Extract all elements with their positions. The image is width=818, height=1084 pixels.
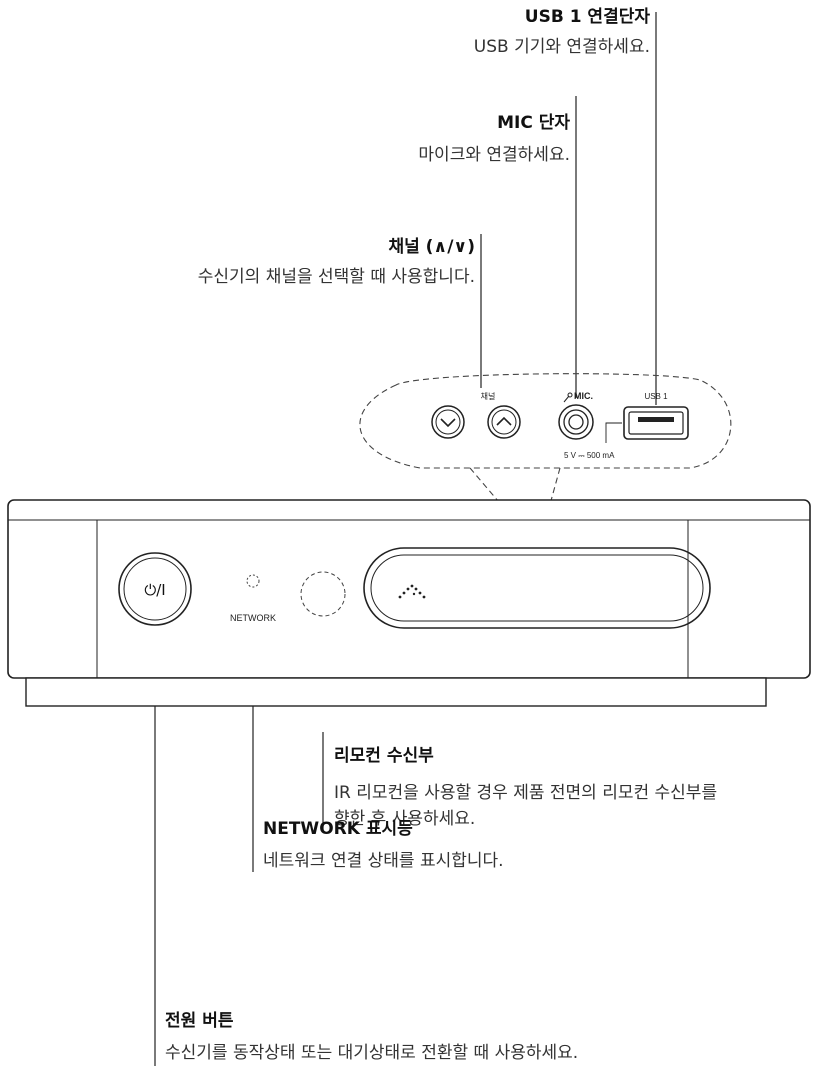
channel-panel-label: 채널 bbox=[481, 391, 496, 401]
power-button-label: ⏻/I bbox=[144, 581, 165, 599]
display-window bbox=[363, 547, 711, 629]
channel-description: 수신기의 채널을 선택할 때 사용합니다. bbox=[197, 267, 475, 287]
remote-description-line1: IR 리모컨을 사용할 경우 제품 전면의 리모컨 수신부를 bbox=[334, 783, 718, 803]
usb-power-rating: 5 V ⎓ 500 mA bbox=[564, 451, 615, 460]
mic-panel-label: MIC. bbox=[574, 391, 593, 401]
network-led-label: NETWORK bbox=[230, 613, 276, 623]
remote-description-line2: 향한 후 사용하세요. bbox=[334, 809, 476, 829]
logo-icon bbox=[398, 584, 426, 599]
chevron-up-icon bbox=[496, 416, 512, 426]
mic-title: MIC 단자 bbox=[497, 113, 570, 133]
power-button[interactable] bbox=[118, 552, 192, 626]
channel-down-button[interactable] bbox=[431, 405, 465, 439]
power-description: 수신기를 동작상태 또는 대기상태로 전환할 때 사용하세요. bbox=[165, 1043, 579, 1063]
zoomed-panel: 채널 MIC. USB 1 5 V ⎓ 500 mA bbox=[431, 391, 689, 460]
device-body: ⏻/I NETWORK bbox=[7, 499, 811, 707]
usb-title: USB 1 연결단자 bbox=[524, 7, 650, 27]
usb-panel-label: USB 1 bbox=[644, 392, 668, 401]
ir-receiver bbox=[300, 571, 346, 617]
chevron-down-icon bbox=[440, 418, 456, 428]
channel-title: 채널 (∧/∨) bbox=[388, 237, 475, 257]
network-title: NETWORK 표시등 bbox=[263, 819, 413, 839]
network-description: 네트워크 연결 상태를 표시합니다. bbox=[263, 851, 504, 871]
channel-up-button[interactable] bbox=[487, 405, 521, 439]
usb-description: USB 기기와 연결하세요. bbox=[473, 37, 650, 57]
network-led bbox=[246, 574, 260, 588]
microphone-icon bbox=[563, 392, 573, 403]
usb-port[interactable] bbox=[623, 406, 689, 440]
remote-title: 리모컨 수신부 bbox=[334, 746, 434, 766]
power-title: 전원 버튼 bbox=[165, 1011, 234, 1031]
usb-port-icon bbox=[638, 417, 674, 422]
mic-description: 마이크와 연결하세요. bbox=[418, 145, 570, 165]
mic-jack[interactable] bbox=[558, 404, 594, 440]
